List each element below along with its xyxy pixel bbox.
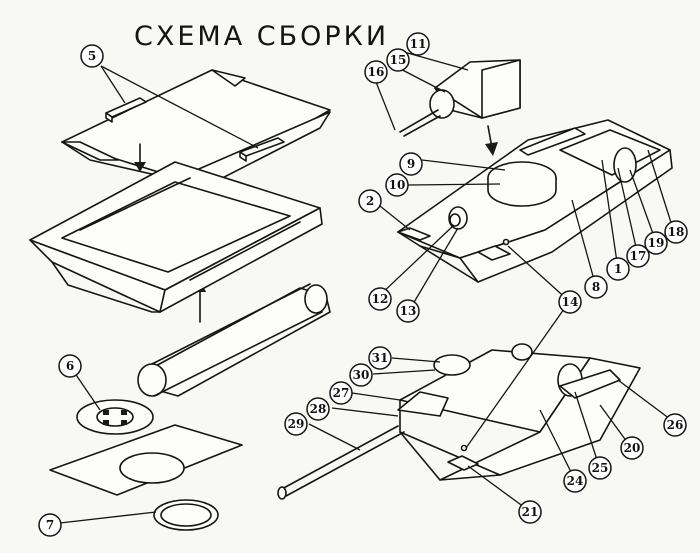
callout-13: 13: [396, 299, 420, 323]
svg-text:12: 12: [372, 292, 389, 306]
svg-text:24: 24: [567, 474, 584, 488]
assembly-arrow-down-left: [134, 143, 146, 172]
track-unit: [137, 283, 331, 397]
callout-14: 14: [558, 290, 582, 314]
svg-text:2: 2: [366, 194, 374, 208]
turret-assembly-top: [399, 59, 521, 137]
svg-text:9: 9: [407, 157, 415, 171]
callout-18: 18: [664, 220, 688, 244]
callout-15: 15: [386, 48, 410, 72]
svg-text:1: 1: [614, 262, 622, 276]
svg-text:11: 11: [410, 37, 427, 51]
callout-26: 26: [663, 413, 687, 437]
svg-text:8: 8: [592, 280, 600, 294]
svg-text:18: 18: [668, 225, 685, 239]
callout-28: 28: [306, 397, 330, 421]
svg-text:5: 5: [88, 49, 96, 63]
svg-text:31: 31: [372, 351, 389, 365]
callout-17: 17: [626, 244, 650, 268]
diagram-title: СХЕМА СБОРКИ: [134, 21, 389, 52]
svg-text:13: 13: [400, 304, 417, 318]
callout-21: 21: [518, 500, 542, 524]
svg-text:29: 29: [288, 417, 305, 431]
callout-20: 20: [620, 436, 644, 460]
svg-text:14: 14: [562, 295, 579, 309]
callout-25: 25: [588, 456, 612, 480]
svg-text:28: 28: [310, 402, 327, 416]
svg-text:21: 21: [522, 505, 539, 519]
spg-hull: [277, 343, 641, 500]
turret-ring-part: [76, 399, 154, 435]
callout-2: 2: [358, 189, 382, 213]
svg-text:30: 30: [353, 368, 370, 382]
callout-9: 9: [399, 152, 423, 176]
callout-10: 10: [385, 173, 409, 197]
callout-8: 8: [584, 275, 608, 299]
callout-5: 5: [80, 44, 104, 68]
svg-text:27: 27: [333, 386, 350, 400]
callout-16: 16: [364, 60, 388, 84]
svg-text:17: 17: [630, 249, 647, 263]
svg-text:20: 20: [624, 441, 641, 455]
callout-19: 19: [644, 231, 668, 255]
callout-1: 1: [606, 257, 630, 281]
callout-31: 31: [368, 346, 392, 370]
ring-part: [153, 499, 219, 531]
callout-29: 29: [284, 412, 308, 436]
callout-7: 7: [38, 513, 62, 537]
svg-text:26: 26: [667, 418, 684, 432]
assembly-arrow-down-right: [485, 125, 498, 156]
tank-hull-top: [397, 119, 673, 283]
svg-text:6: 6: [66, 359, 74, 373]
callout-6: 6: [58, 354, 82, 378]
svg-text:19: 19: [648, 236, 665, 250]
svg-text:15: 15: [390, 53, 407, 67]
svg-text:25: 25: [592, 461, 609, 475]
callout-30: 30: [349, 363, 373, 387]
base-plate: [49, 424, 243, 496]
callout-24: 24: [563, 469, 587, 493]
svg-text:16: 16: [368, 65, 385, 79]
svg-text:10: 10: [389, 178, 406, 192]
hull-tub: [29, 161, 323, 313]
callout-12: 12: [368, 287, 392, 311]
callout-11: 11: [406, 32, 430, 56]
callout-27: 27: [329, 381, 353, 405]
fender-plate: [61, 69, 331, 193]
svg-text:7: 7: [46, 518, 54, 532]
